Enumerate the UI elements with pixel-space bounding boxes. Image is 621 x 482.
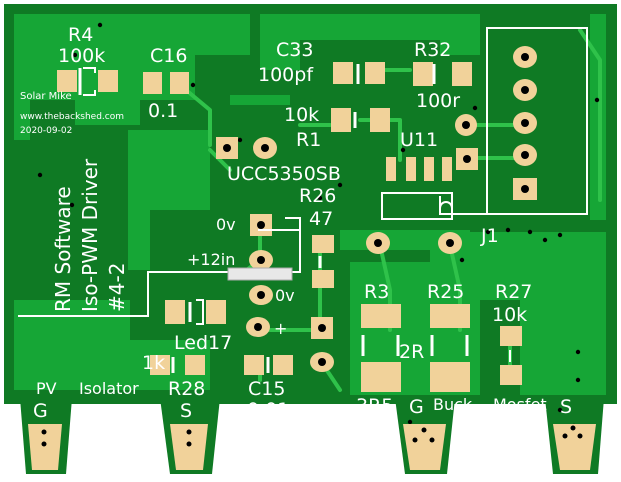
label-isolator: Isolator bbox=[79, 379, 139, 398]
r27-ref: R27 bbox=[495, 281, 532, 303]
c15-ref: C15 bbox=[248, 378, 285, 400]
label-s-right: S bbox=[560, 396, 572, 418]
c15-value: 0.01 bbox=[247, 399, 289, 421]
r4-value: 100k bbox=[58, 45, 105, 67]
c33-ref: C33 bbox=[276, 39, 313, 61]
label-g-mid: G bbox=[409, 396, 424, 418]
edge-pads bbox=[28, 424, 596, 470]
label-plus12in: +12in bbox=[187, 250, 235, 269]
th-pads bbox=[216, 46, 537, 372]
title-line3: #4-2 bbox=[105, 263, 129, 312]
c16-ref: C16 bbox=[150, 45, 187, 67]
led17-value: 1k bbox=[142, 352, 165, 374]
c16-value: 0.1 bbox=[148, 100, 178, 122]
r3-ref: R3 bbox=[364, 281, 389, 303]
smd-pads bbox=[57, 62, 522, 392]
r1-value: 10k bbox=[284, 104, 319, 126]
label-plus: + bbox=[274, 319, 287, 338]
silkscreen bbox=[18, 27, 588, 373]
label-buck: Buck bbox=[433, 395, 473, 414]
label-mosfet: Mosfet bbox=[493, 395, 547, 414]
r25-ref: R25 bbox=[427, 281, 464, 303]
r26-value: 47 bbox=[309, 208, 333, 230]
r4-ref: R4 bbox=[68, 24, 93, 46]
u11-ref: U11 bbox=[400, 129, 438, 151]
r27-value: 10k bbox=[492, 304, 527, 326]
label-0v-top: 0v bbox=[216, 215, 236, 234]
edge-pad-holes bbox=[41, 425, 583, 447]
r1-ref: R1 bbox=[296, 129, 321, 151]
r32-ref: R32 bbox=[414, 39, 451, 61]
u11-value: UCC5350SB bbox=[227, 163, 341, 185]
r32-value: 100r bbox=[416, 90, 460, 112]
label-g-left: G bbox=[33, 400, 48, 422]
r26-ref: R26 bbox=[299, 185, 336, 207]
led17-ref: Led17 bbox=[174, 332, 232, 354]
c33-value: 100pf bbox=[258, 64, 314, 86]
label-s-mid: S bbox=[180, 400, 192, 422]
r3-value: 3R5 bbox=[356, 395, 393, 417]
credit-date: 2020-09-02 bbox=[20, 126, 72, 136]
isolation-bar bbox=[227, 267, 293, 281]
credit-author: Solar Mike bbox=[20, 91, 72, 102]
j1-ref: J1 bbox=[480, 225, 499, 247]
title-line1: RM Software bbox=[51, 186, 75, 312]
credit-site: www.thebackshed.com bbox=[20, 112, 124, 122]
r28-ref: R28 bbox=[168, 378, 205, 400]
label-pv: PV bbox=[36, 379, 57, 398]
label-0v-bottom: 0v bbox=[275, 286, 295, 305]
title-line2: Iso-PWM Driver bbox=[78, 158, 102, 312]
r25-value: 2R bbox=[399, 341, 424, 363]
